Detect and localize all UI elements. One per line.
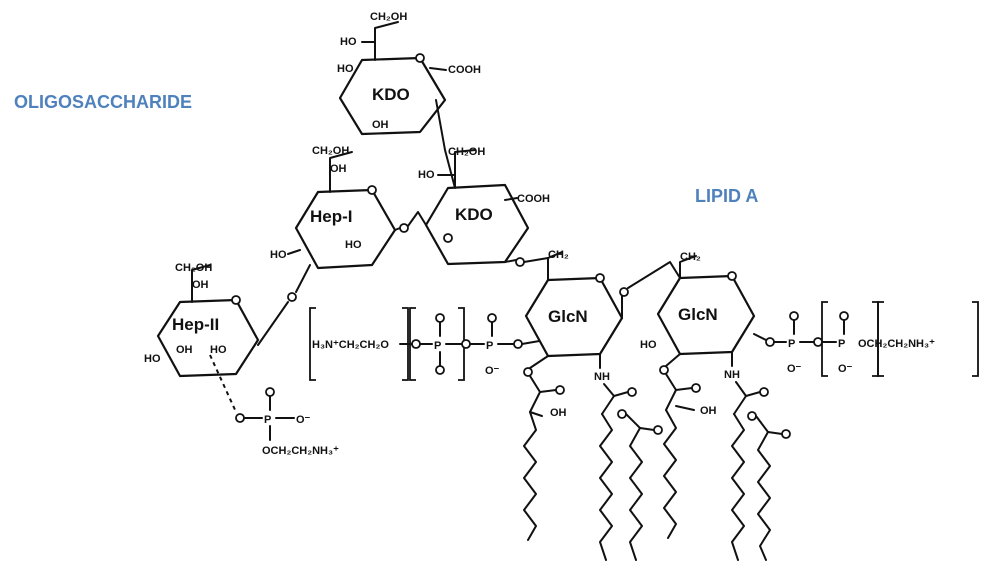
hep1-oh: OH [330,163,347,175]
right-o-minus-2: O⁻ [838,363,853,375]
left-p1: P [434,340,441,352]
hep2-oh-top: OH [192,279,209,291]
hep1-ch2oh: CH₂OH [312,145,349,157]
hep2-ring: Hep-II [156,295,260,378]
right-p2: P [838,338,845,350]
kdo-mid-cooh: COOH [517,193,550,205]
hep2-oh-mid: OH [176,344,193,356]
hep1-ho-right: HO [345,239,362,251]
kdo-top-ho-1: HO [340,36,357,48]
kdo-top-ho-2: HO [337,63,354,75]
hep2-p: P [264,414,271,426]
hep2-ho-mid: HO [210,344,227,356]
hep1-label: Hep-I [310,207,353,226]
hep1-ho-left: HO [270,249,287,261]
acyl-chain-3-oh: OH [700,405,717,417]
left-p2: P [486,340,493,352]
acyl-chain-1-oh: OH [550,407,567,419]
glcn-left-label: GlcN [548,307,588,326]
kdo-top-cooh: COOH [448,64,481,76]
kdo-top-label: KDO [372,85,410,104]
glcn-right-label: GlcN [678,305,718,324]
kdo-top-oh: OH [372,119,389,131]
kdo-mid-label: KDO [455,205,493,224]
left-ethanolamine: H₃N⁺CH₂CH₂O [312,339,389,351]
hep2-o-minus: O⁻ [296,414,311,426]
acyl-chain-1: OH [523,355,567,541]
hep2-label: Hep-II [172,315,219,334]
acyl-chain-4: NH [724,351,791,561]
glcn-right-ho: HO [640,339,657,351]
acyl-chain-2: NH [594,353,663,561]
acyl-chain-3: OH [659,353,717,539]
right-p1: P [788,338,795,350]
kdo-mid-ch2oh: CH₂OH [448,146,485,158]
glcn-left-nh: NH [594,371,610,383]
hep1-ring: Hep-I [294,185,397,270]
glcn-left-ring: GlcN [524,273,624,358]
right-ethanolamine: OCH₂CH₂NH₃⁺ [858,338,935,350]
right-o-minus-1: O⁻ [787,363,802,375]
hep2-ho-left: HO [144,353,161,365]
glcn-left-ch2: CH₂ [548,249,569,261]
hep2-ch2oh: CH₂OH [175,262,212,274]
hep2-ethanolamine: OCH₂CH₂NH₃⁺ [262,445,339,457]
glcn-right-nh: NH [724,369,740,381]
kdo-top-ch2oh: CH₂OH [370,11,407,23]
left-o-minus: O⁻ [485,365,500,377]
glcn-right-ring: GlcN [656,271,756,356]
kdo-top-ring: KDO [338,53,447,136]
oligosaccharide-label: OLIGOSACCHARIDE [14,92,192,112]
lipid-a-label: LIPID A [695,186,758,206]
kdo-mid-ho: HO [418,169,435,181]
glcn-right-ch2: CH₂ [680,251,701,263]
kdo-mid-ring: KDO [424,183,530,266]
